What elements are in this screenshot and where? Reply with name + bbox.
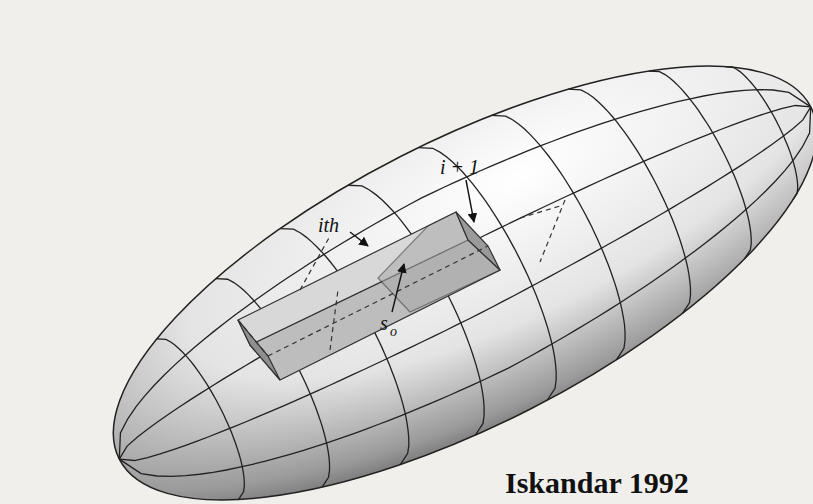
layer-label: ith (318, 214, 339, 237)
citation-watermark: Iskandar 1992 (505, 466, 689, 500)
grid-line (119, 107, 813, 490)
leader-arrows (350, 180, 474, 312)
grid-line (119, 107, 813, 504)
grid-line (568, 73, 714, 313)
grid-line (104, 77, 811, 460)
grid-line (492, 98, 651, 360)
flux-tube (238, 200, 565, 380)
grid-line (725, 57, 811, 200)
surface-label: s (380, 312, 388, 335)
ellipsoid-outline (55, 0, 813, 504)
grid-line (157, 327, 261, 499)
surface-subscript: o (390, 324, 397, 340)
grid-line (76, 22, 811, 459)
grid-line (649, 58, 771, 259)
layer-label: i + 1 (440, 156, 479, 179)
